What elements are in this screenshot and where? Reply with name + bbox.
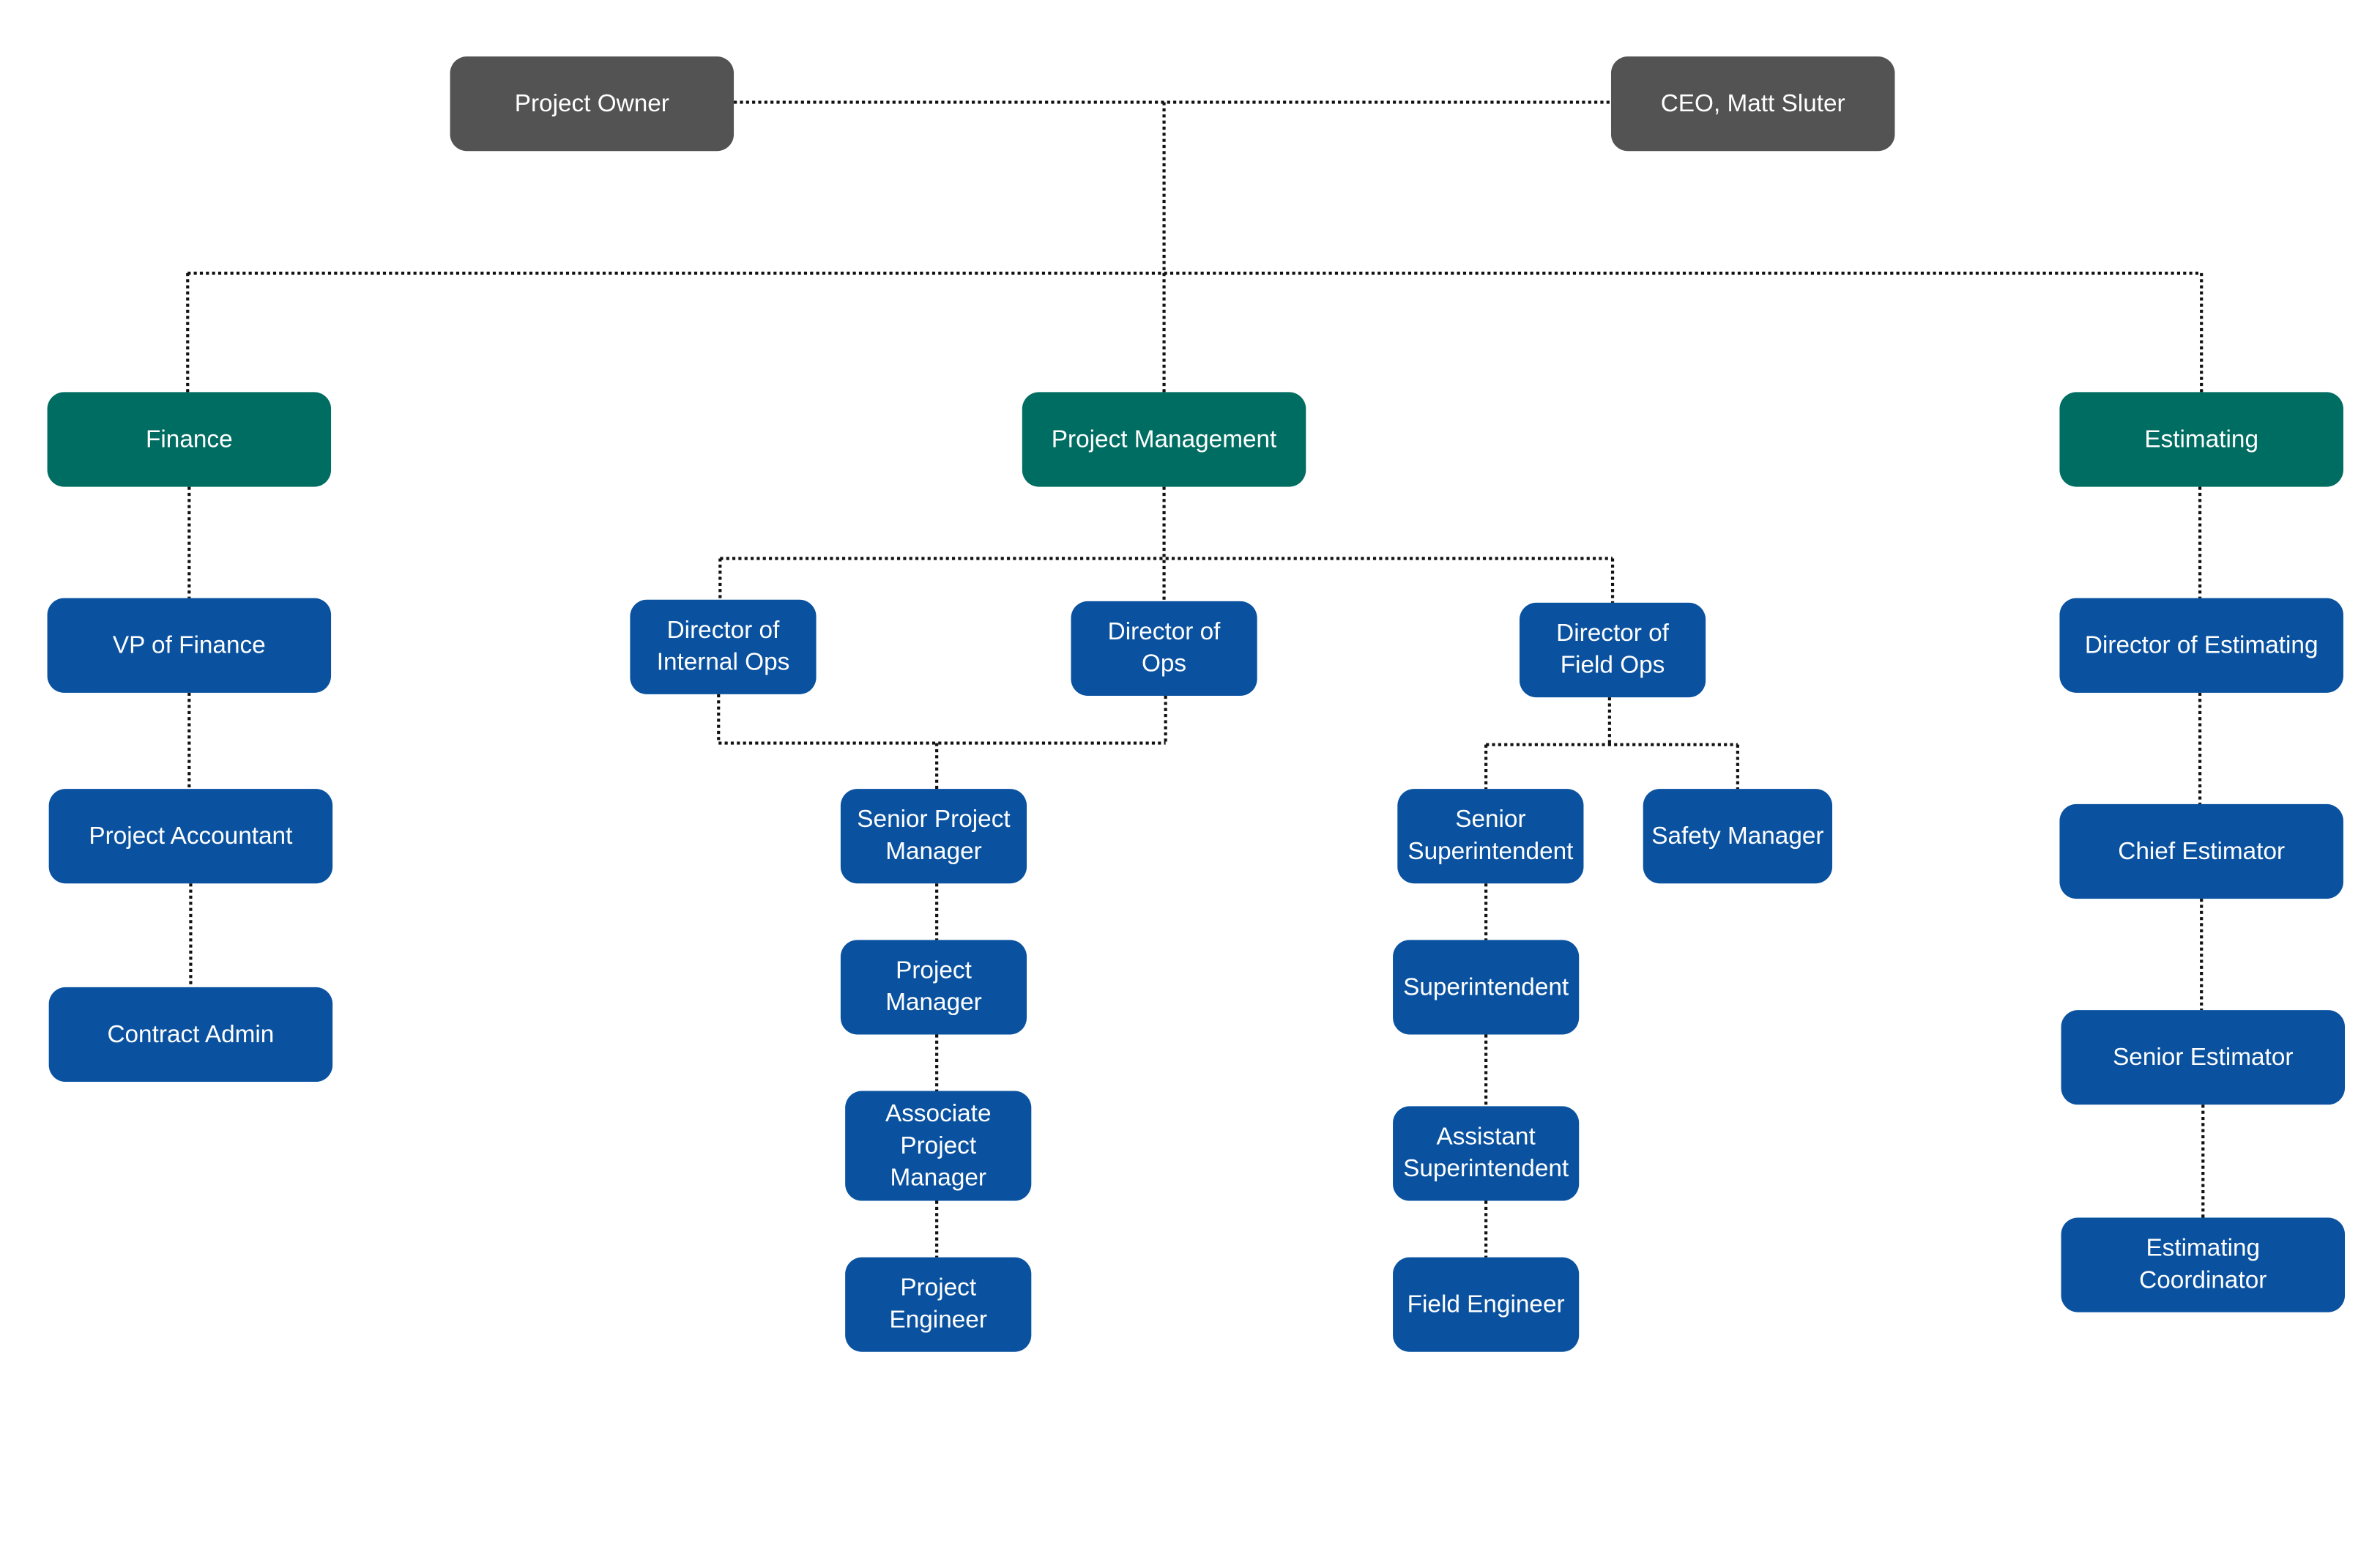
node-label-line: Engineer <box>889 1307 987 1334</box>
node-label: Chief Estimator <box>2118 836 2285 868</box>
node-label-line: Project Management <box>1051 426 1277 453</box>
node-label: Director of Field Ops <box>1556 618 1669 682</box>
node-label-line: Project <box>896 958 972 984</box>
node-label-line: Senior Project <box>857 807 1011 833</box>
node-superintendent: Superintendent <box>1393 940 1580 1035</box>
node-label: Safety Manager <box>1651 820 1823 853</box>
node-label-line: Field Engineer <box>1407 1291 1565 1318</box>
node-label-line: Coordinator <box>2139 1268 2267 1294</box>
node-label-line: Field Ops <box>1560 653 1665 680</box>
node-label: Director of Internal Ops <box>657 615 790 679</box>
node-label: Project Management <box>1052 423 1277 456</box>
node-label-line: Contract Admin <box>107 1021 275 1048</box>
node-label-line: Safety Manager <box>1651 823 1824 850</box>
node-field-engineer: Field Engineer <box>1393 1257 1580 1352</box>
node-label-line: Director of Estimating <box>2084 632 2318 658</box>
node-label: Superintendent <box>1403 971 1569 1003</box>
node-senior-estimator: Senior Estimator <box>2061 1010 2346 1105</box>
node-label-line: Ops <box>1141 651 1187 677</box>
node-label-line: Project <box>900 1275 977 1302</box>
node-label-line: Director of <box>1556 620 1669 647</box>
node-label: Estimating <box>2144 423 2258 456</box>
node-label-line: Senior <box>1455 807 1526 833</box>
node-label-line: Finance <box>146 426 233 453</box>
node-label-line: Project <box>900 1132 977 1159</box>
node-director-estimating: Director of Estimating <box>2059 598 2343 693</box>
node-project-management: Project Management <box>1022 392 1306 487</box>
node-label: Contract Admin <box>107 1019 274 1051</box>
node-label: Senior Estimator <box>2113 1041 2293 1074</box>
node-label-line: Manager <box>885 990 982 1017</box>
node-label: CEO, Matt Sluter <box>1661 88 1845 120</box>
node-label-line: CEO, Matt Sluter <box>1660 90 1845 117</box>
node-label: Director of Estimating <box>2085 629 2318 661</box>
node-label: Director of Ops <box>1108 617 1221 680</box>
node-label-line: Internal Ops <box>656 650 790 676</box>
node-project-accountant: Project Accountant <box>48 789 333 884</box>
node-label-line: Manager <box>885 839 982 866</box>
node-finance: Finance <box>47 392 332 487</box>
node-label: Project Accountant <box>89 820 292 853</box>
node-label-line: Superintendent <box>1407 839 1574 866</box>
node-label-line: Project Accountant <box>89 823 293 850</box>
node-ceo: CEO, Matt Sluter <box>1610 56 1895 152</box>
node-label: Field Engineer <box>1407 1288 1565 1321</box>
node-label-line: Estimating <box>2146 1236 2261 1262</box>
node-director-ops: Director of Ops <box>1071 601 1257 696</box>
node-director-field-ops: Director of Field Ops <box>1519 602 1706 698</box>
node-safety-manager: Safety Manager <box>1643 789 1833 884</box>
node-estimating: Estimating <box>2059 392 2343 487</box>
node-project-owner: Project Owner <box>450 56 735 152</box>
node-label-line: VP of Finance <box>112 632 266 658</box>
node-vp-finance: VP of Finance <box>47 598 332 693</box>
node-label-line: Assistant <box>1436 1124 1536 1151</box>
node-label-line: Manager <box>890 1165 987 1192</box>
node-label-line: Estimating <box>2144 426 2259 453</box>
node-label-line: Senior Estimator <box>2113 1044 2294 1071</box>
node-chief-estimator: Chief Estimator <box>2059 803 2343 899</box>
node-label-line: Project Owner <box>514 90 669 117</box>
node-label-line: Superintendent <box>1403 1156 1569 1183</box>
node-label: VP of Finance <box>113 629 266 661</box>
node-label-line: Director of <box>1107 619 1221 646</box>
node-label-line: Associate <box>885 1101 992 1127</box>
node-label: Project Owner <box>515 88 669 120</box>
node-director-internal-ops: Director of Internal Ops <box>630 599 817 694</box>
node-label: Finance <box>146 423 233 456</box>
node-contract-admin: Contract Admin <box>48 987 333 1083</box>
node-label-line: Chief Estimator <box>2118 838 2286 865</box>
node-label-line: Director of <box>666 617 780 645</box>
node-label-line: Superintendent <box>1403 974 1569 1000</box>
